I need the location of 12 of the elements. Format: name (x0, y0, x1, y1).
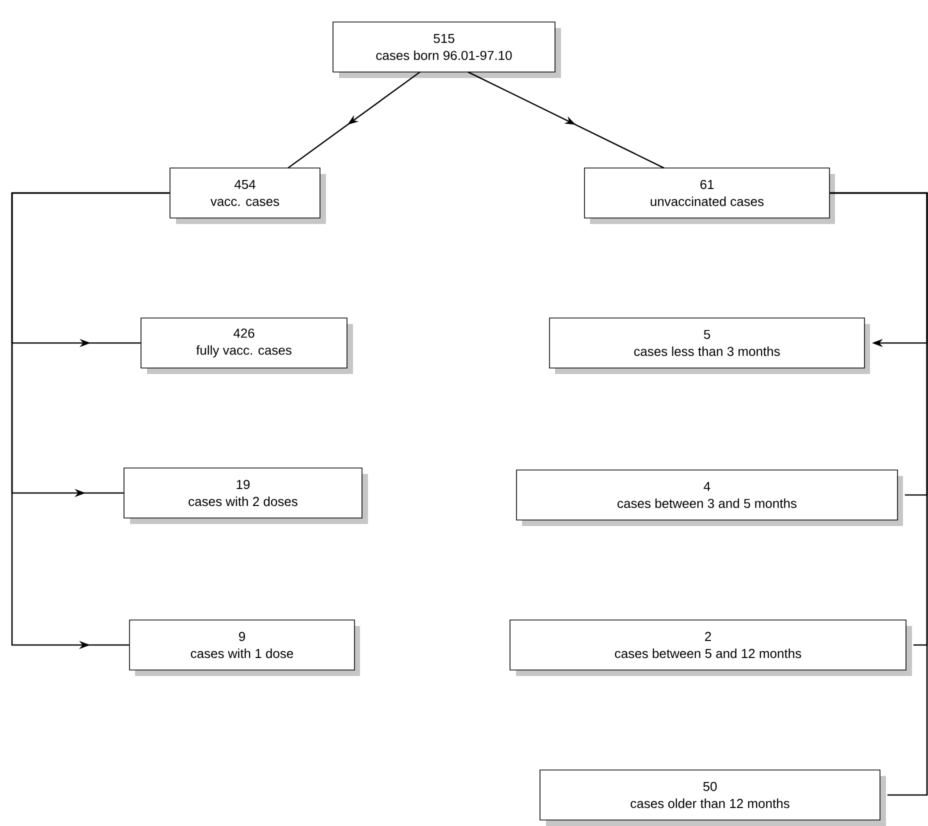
case-box: 61 unvaccinated cases (584, 168, 830, 218)
case-box: 50 cases older than 12 months (540, 770, 880, 820)
case-box: 19 cases with 2 doses (124, 468, 362, 518)
case-box: 515 cases born 96.01-97.10 (332, 22, 556, 72)
case-box: 9 cases with 1 dose (129, 620, 355, 670)
arrow (288, 71, 420, 169)
arrow (468, 71, 664, 169)
case-box: 2 cases between 5 and 12 months (510, 620, 906, 670)
case-box: 4 cases between 3 and 5 months (516, 470, 898, 520)
case-box: 454 vacc. cases (170, 168, 320, 218)
case-box: 426 fully vacc. cases (140, 318, 348, 368)
case-box: 5 cases less than 3 months (549, 318, 865, 368)
